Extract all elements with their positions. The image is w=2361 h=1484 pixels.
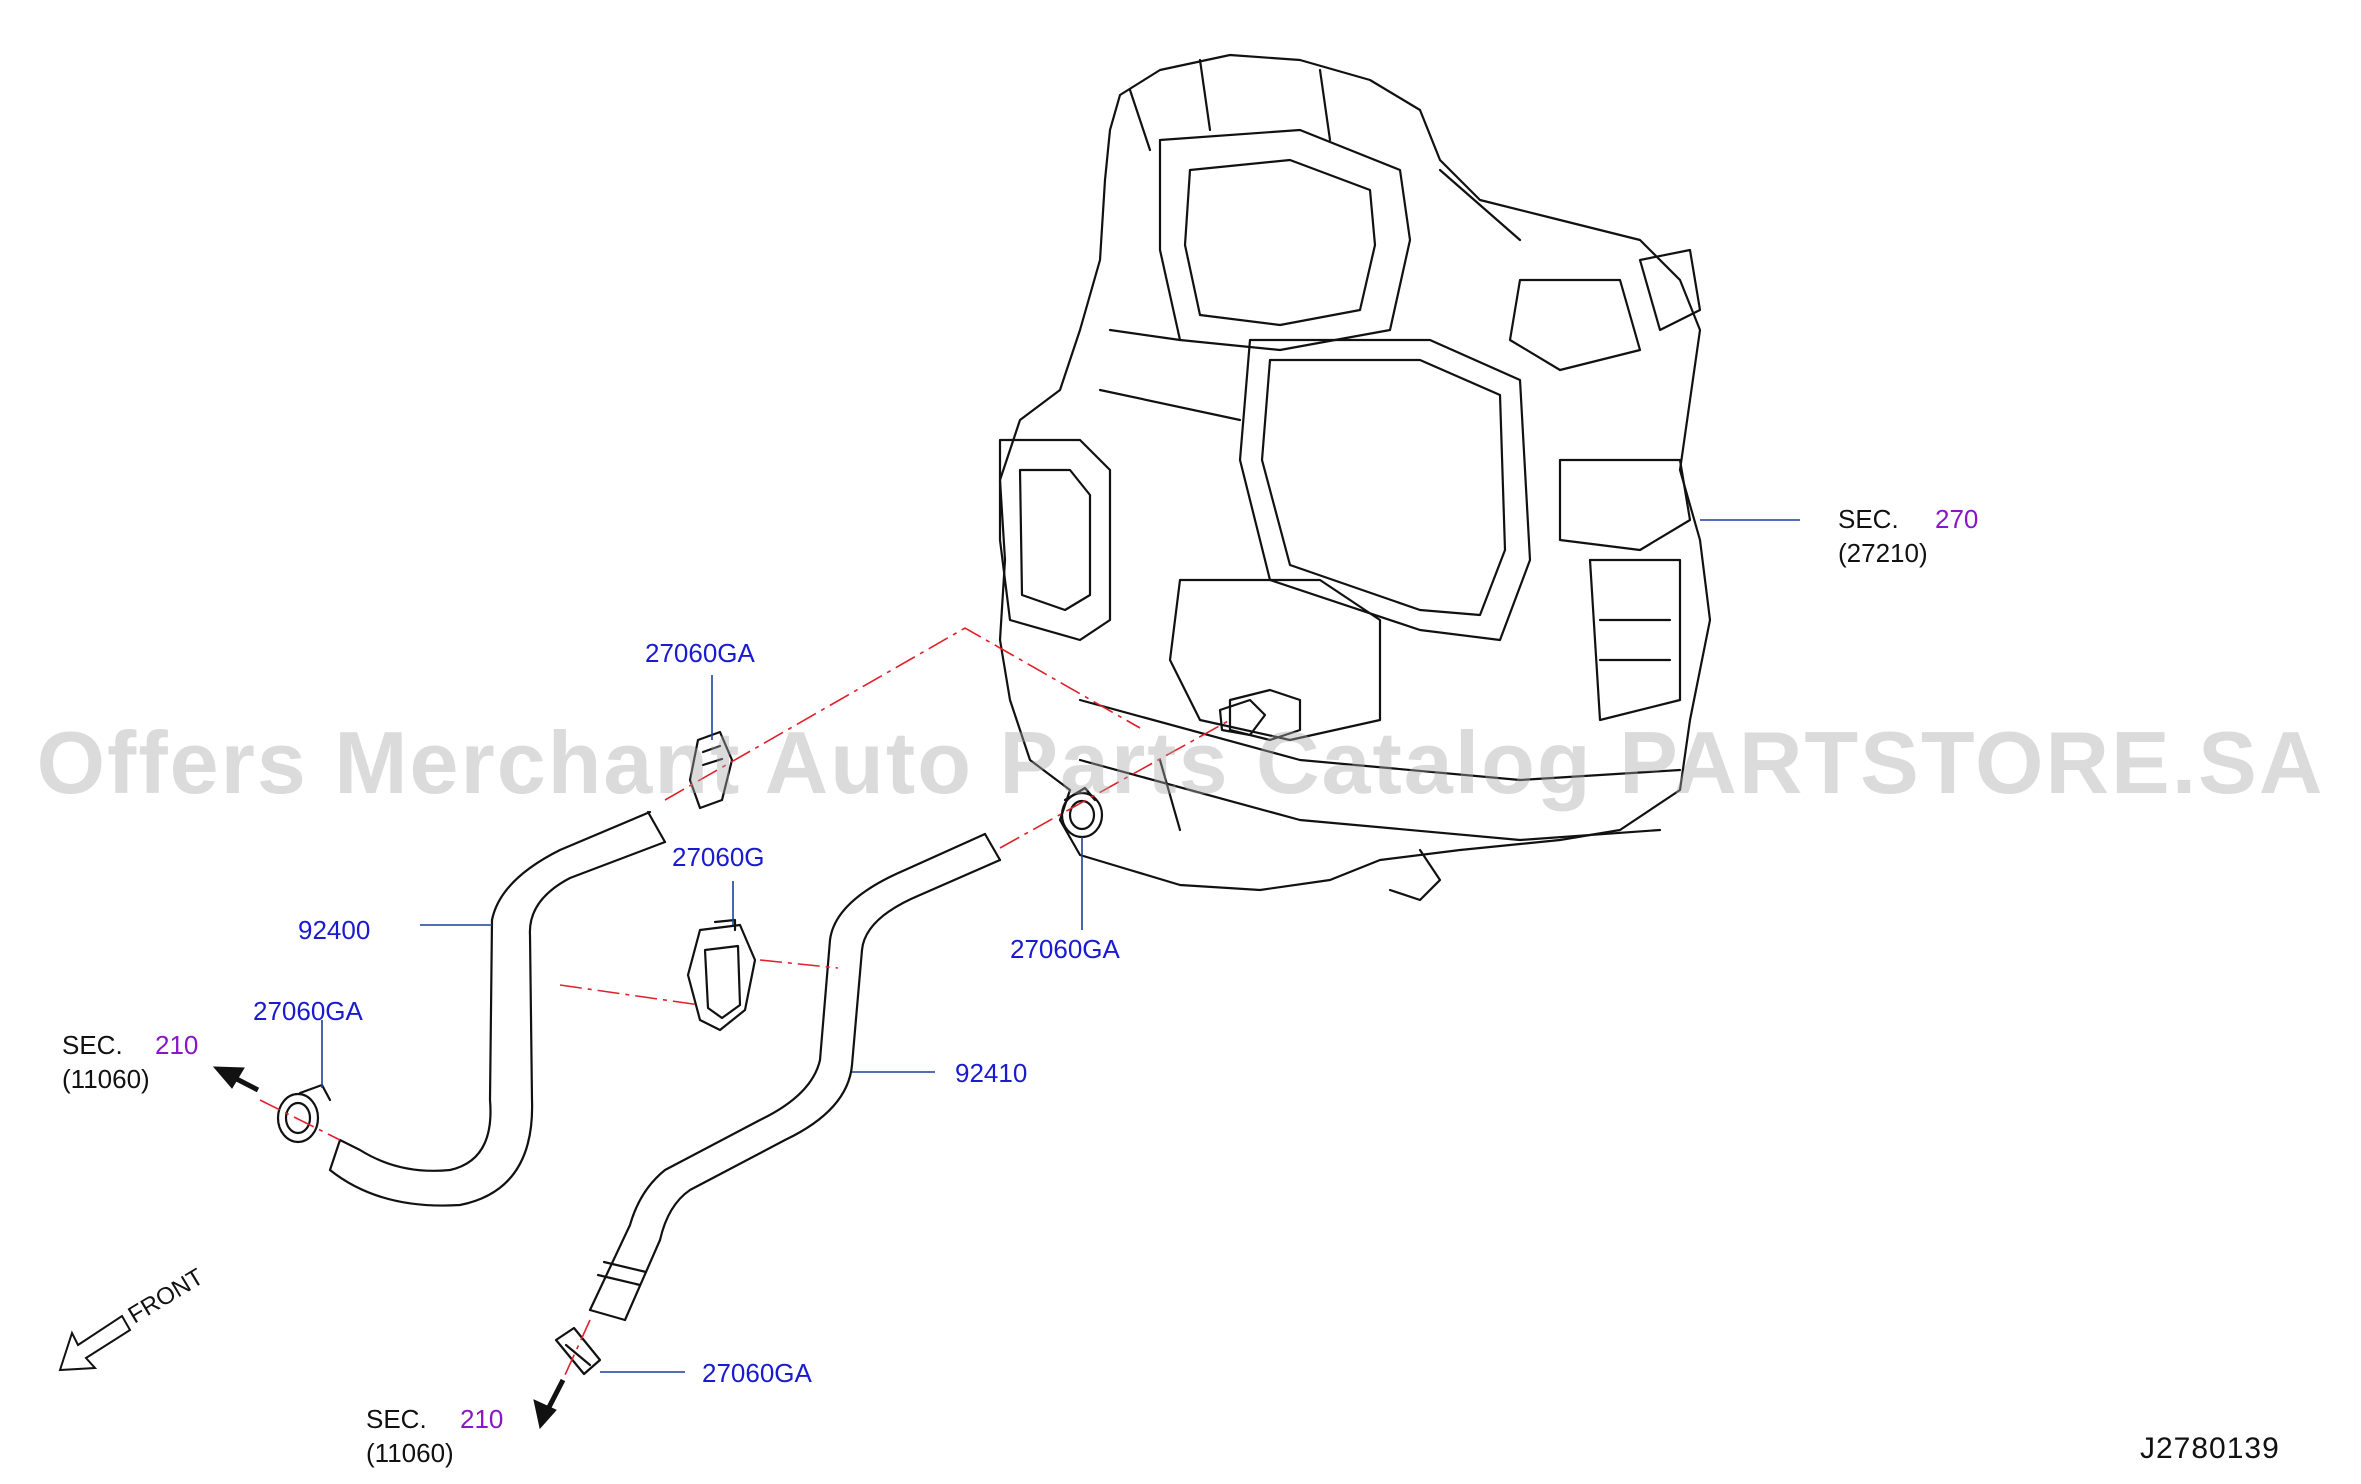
sec-ref: (27210) <box>1838 538 1928 568</box>
sec-ref: (11060) <box>62 1064 150 1094</box>
clamp-mid-shape <box>686 918 757 1032</box>
label-clip-27060ga-right: 27060GA <box>1010 934 1120 964</box>
label-hose-92400: 92400 <box>298 915 371 945</box>
hose-92400 <box>328 810 667 1207</box>
label-clip-27060ga-left: 27060GA <box>253 996 363 1026</box>
diagram-id: J2780139 <box>2140 1432 2280 1465</box>
sec-number: 210 <box>155 1030 199 1060</box>
hose-92410 <box>588 832 1002 1322</box>
label-clip-27060ga-bottom: 27060GA <box>702 1358 812 1388</box>
leader-lines <box>321 519 1800 1373</box>
clip-left-shape <box>276 1083 332 1144</box>
heater-unit-assembly <box>998 53 1712 902</box>
arrow-sec210-left <box>212 1066 260 1093</box>
sec-number: 210 <box>460 1404 504 1434</box>
sec-ref: (11060) <box>366 1438 454 1468</box>
label-hose-92410: 92410 <box>955 1058 1028 1088</box>
sec-prefix: SEC. <box>366 1404 427 1434</box>
label-clip-27060ga-top: 27060GA <box>645 638 755 668</box>
centerlines <box>259 627 1231 1376</box>
front-arrow-icon <box>58 1314 132 1372</box>
label-clamp-27060g: 27060G <box>672 842 765 872</box>
sec-number: 270 <box>1935 504 1979 534</box>
arrow-sec210-bottom <box>533 1378 566 1430</box>
clip-bottom-shape <box>554 1326 602 1376</box>
clip-top-shape <box>688 730 734 810</box>
sec-prefix: SEC. <box>1838 504 1899 534</box>
sec-prefix: SEC. <box>62 1030 123 1060</box>
